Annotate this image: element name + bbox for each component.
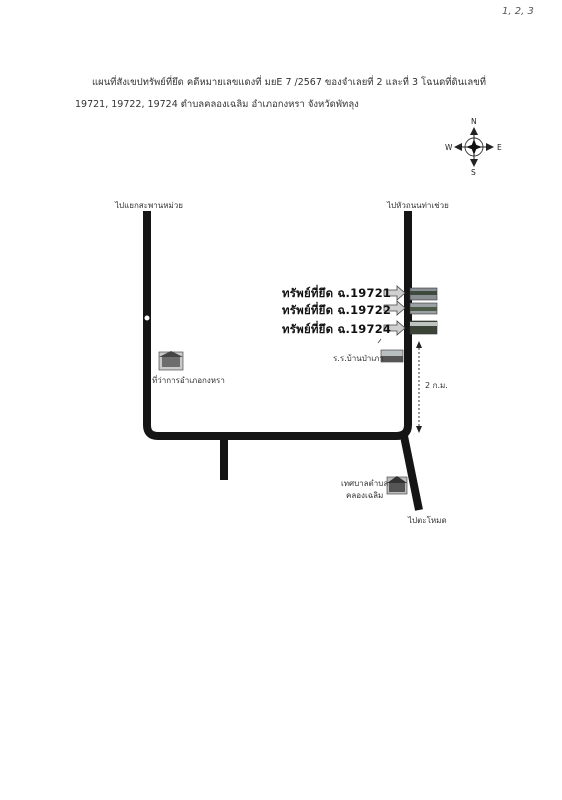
arrow-19721-icon	[383, 285, 406, 301]
compass-rose-icon	[454, 127, 494, 167]
page-number: 1, 2, 3	[502, 6, 534, 17]
property-arrows	[383, 285, 406, 336]
road-left-vertical	[143, 211, 412, 440]
property-code: ฉ.19724	[337, 322, 392, 336]
property-label-text: ทรัพย์ที่ยึด	[282, 322, 334, 336]
property-label-text: ทรัพย์ที่ยึด	[282, 286, 334, 300]
district-office-label: ที่ว่าการอำเภอกงหรา	[152, 376, 225, 385]
road-network	[143, 211, 423, 511]
municipality-label-line-1: เทศบาลตำบล	[341, 479, 389, 488]
road-label-left-top: ไปแยกสะพานหม่วย	[115, 201, 183, 210]
property-label-text: ทรัพย์ที่ยึด	[282, 303, 334, 317]
municipality-label-line-2: คลองเฉลิม	[346, 491, 384, 500]
compass-east-label: E	[497, 143, 502, 152]
check-mark-icon	[377, 338, 382, 344]
school-label: ร.ร.บ้านป่าเภา	[333, 354, 384, 363]
compass-north-label: N	[471, 117, 477, 126]
distance-dimension	[416, 341, 422, 433]
road-label-bottom: ไปตะโหมด	[408, 516, 447, 525]
property-label-19721: ทรัพย์ที่ยึด ฉ.19721	[282, 285, 391, 303]
arrow-19724-icon	[383, 320, 406, 336]
distance-label: 2 ก.ม.	[425, 381, 448, 390]
compass-south-label: S	[471, 168, 476, 177]
map-title-line-1: แผนที่สังเขปทรัพย์ที่ยึด คดีหมายเลขแดงที…	[92, 77, 487, 88]
compass-west-label: W	[445, 143, 453, 152]
property-code: ฉ.19722	[337, 303, 392, 317]
property-label-19722: ทรัพย์ที่ยึด ฉ.19722	[282, 302, 391, 320]
photo-thumbnails	[158, 287, 438, 495]
road-label-right-top: ไปหัวถนนท่าเช่วย	[387, 201, 449, 210]
road-marker-icon	[143, 314, 151, 322]
property-label-19724: ทรัพย์ที่ยึด ฉ.19724	[282, 321, 391, 339]
property-code: ฉ.19721	[337, 286, 392, 300]
road-to-tamot	[400, 435, 423, 511]
arrow-19722-icon	[383, 300, 406, 316]
map-title-line-2: 19721, 19722, 19724 ตำบลคลองเฉลิม อำเภอก…	[75, 99, 359, 110]
